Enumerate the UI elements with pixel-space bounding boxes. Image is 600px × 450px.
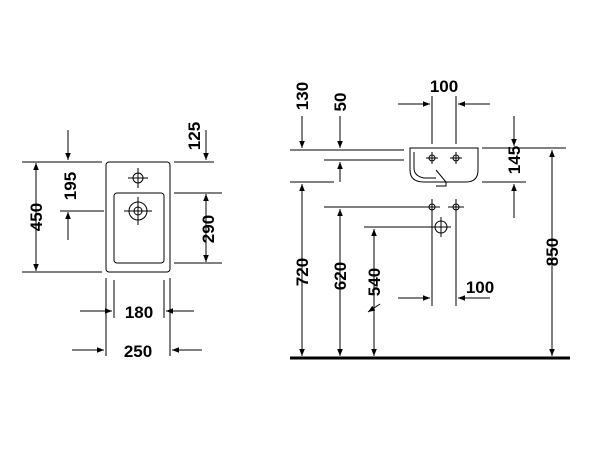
dim-290: 290 (199, 215, 218, 243)
basin-profile (409, 147, 479, 183)
dim-125: 125 (185, 122, 204, 150)
dim-250: 250 (124, 342, 152, 361)
dim-180: 180 (125, 303, 153, 322)
dim-100-mid: 100 (466, 278, 494, 297)
dim-145: 145 (505, 146, 524, 174)
dim-130: 130 (293, 82, 312, 110)
dim-540: 540 (365, 268, 384, 296)
dim-50: 50 (331, 93, 350, 112)
dim-100-top: 100 (430, 77, 458, 96)
dim-720: 720 (293, 258, 312, 286)
dim-620: 620 (331, 262, 350, 290)
dim-850: 850 (543, 238, 562, 266)
basin-outline (105, 161, 171, 273)
dim-450: 450 (27, 203, 46, 231)
basin-bowl (113, 192, 165, 264)
dim-195: 195 (61, 172, 80, 200)
side-view: 100 130 50 145 850 720 (290, 77, 570, 360)
front-view: 450 195 125 290 180 250 (22, 122, 222, 361)
